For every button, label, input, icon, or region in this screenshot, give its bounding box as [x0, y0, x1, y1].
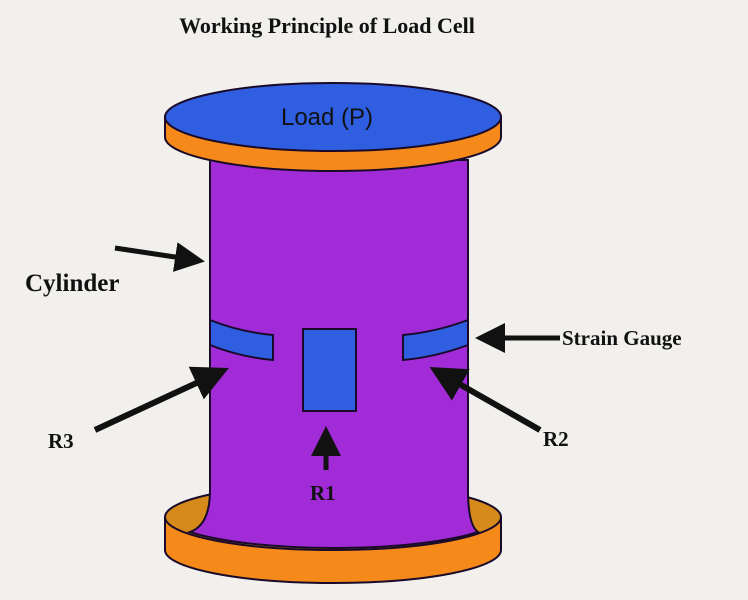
- r3-label: R3: [48, 429, 74, 453]
- r2-arrow: [429, 367, 542, 433]
- strain-gauge-r2: [402, 318, 469, 362]
- r1-label: R1: [310, 481, 336, 505]
- top-plate: [164, 82, 502, 172]
- strain-gauge-label: Strain Gauge: [562, 326, 682, 350]
- cylinder-label: Cylinder: [25, 270, 119, 297]
- cylinder-arrow: [114, 242, 205, 272]
- r2-label: R2: [543, 427, 569, 451]
- strain-gauge-r1: [302, 328, 357, 412]
- r3-arrow: [93, 366, 229, 433]
- diagram-title: Working Principle of Load Cell: [179, 13, 475, 38]
- load-label: Load (P): [281, 104, 373, 131]
- strain-gauge-r3: [209, 318, 274, 362]
